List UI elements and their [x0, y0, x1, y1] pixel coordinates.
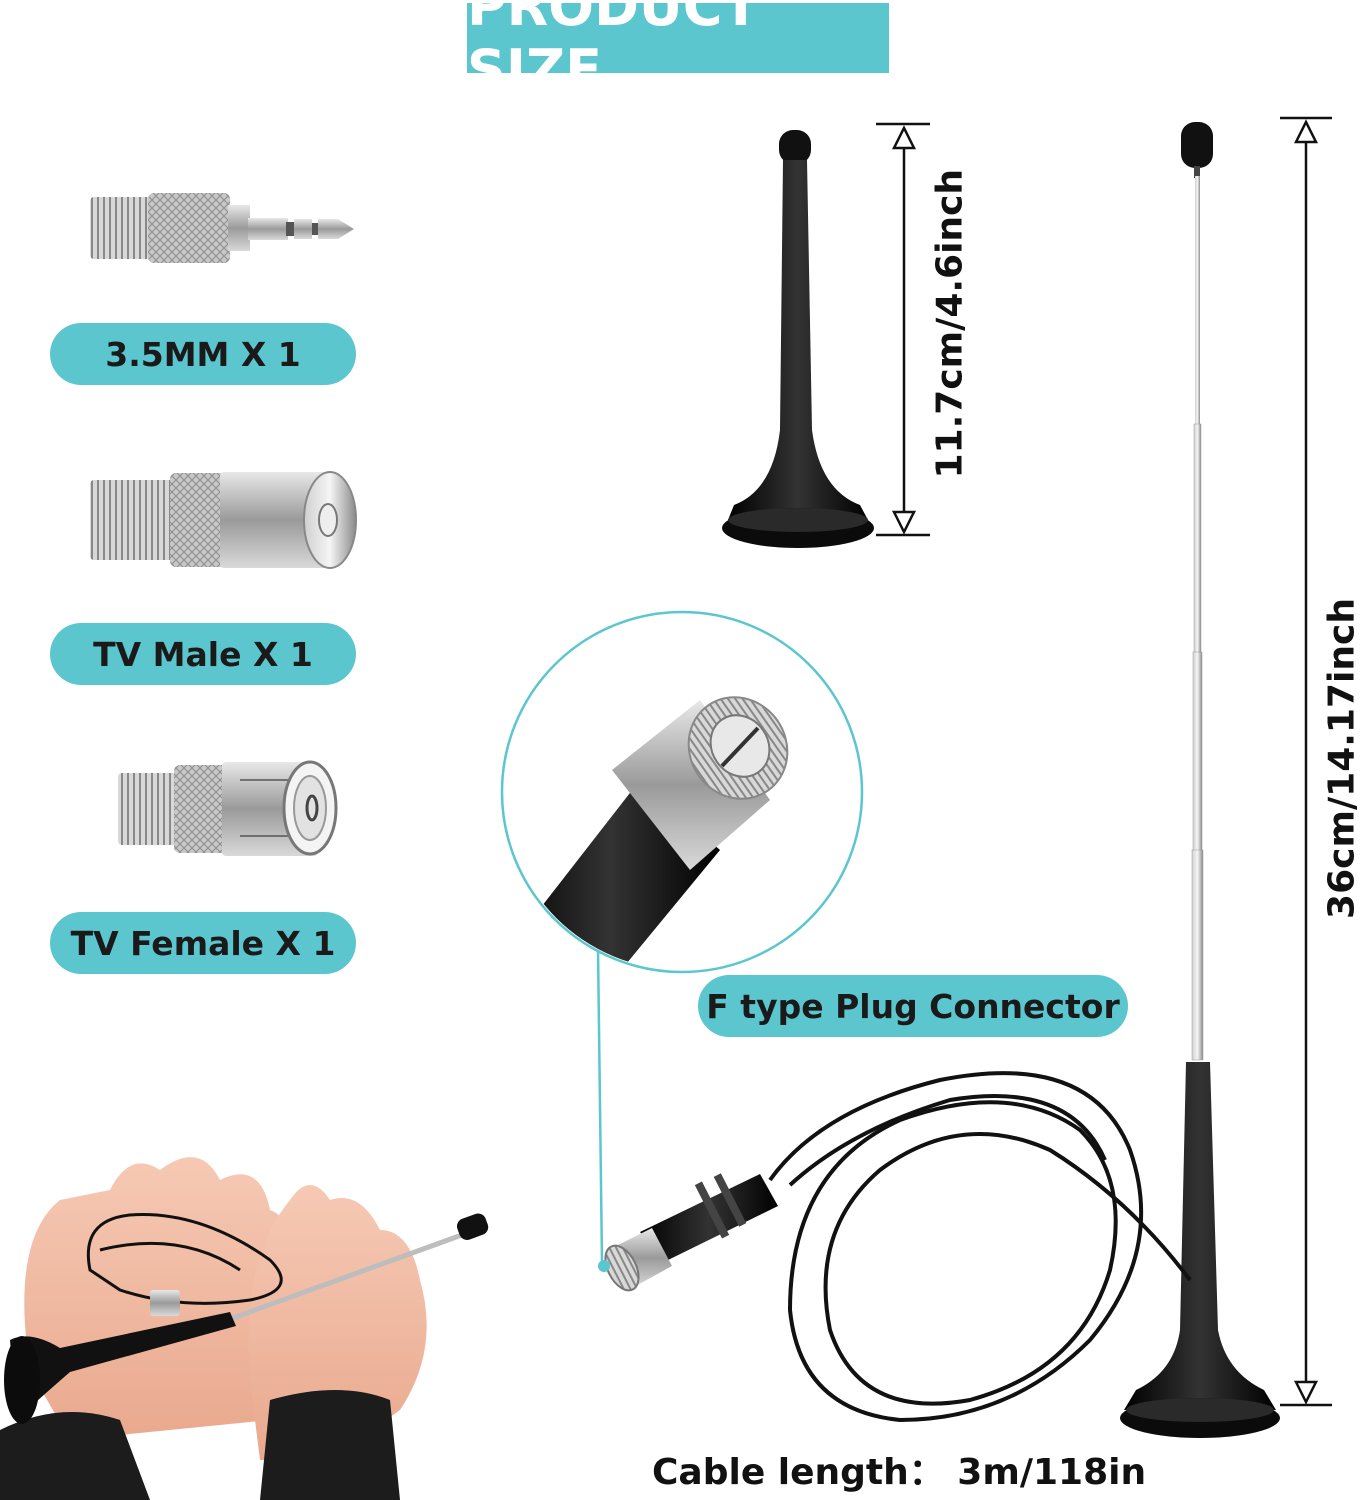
long-antenna-dimension-label: 36cm/14.17inch	[1321, 598, 1363, 919]
long-antenna-dimension-line	[1280, 116, 1332, 1407]
f-connector-label: F type Plug Connector	[698, 975, 1128, 1037]
adapter-3-5mm-image	[90, 193, 354, 263]
short-antenna-dimension-line	[876, 122, 930, 537]
f-plug-image	[604, 1173, 778, 1292]
adapter-label-tv-female: TV Female X 1	[50, 912, 356, 974]
coiled-cable-image	[768, 1071, 1192, 1423]
adapter-tv-female-image	[118, 760, 338, 856]
cable-length-label: Cable length： 3m/118in	[652, 1452, 1147, 1493]
adapter-tv-male-image	[90, 471, 357, 569]
hands-photo	[0, 1157, 489, 1500]
short-antenna-image	[722, 130, 874, 548]
short-antenna-dimension-label: 11.7cm/4.6inch	[929, 168, 971, 479]
f-connector-zoom	[500, 610, 864, 974]
page-title: PRODUCT SIZE	[467, 0, 889, 101]
long-antenna-image	[1120, 122, 1280, 1438]
adapter-label-3-5mm: 3.5MM X 1	[50, 323, 356, 385]
adapter-label-tv-male: TV Male X 1	[50, 623, 356, 685]
zoom-pointer-line	[596, 949, 610, 1272]
